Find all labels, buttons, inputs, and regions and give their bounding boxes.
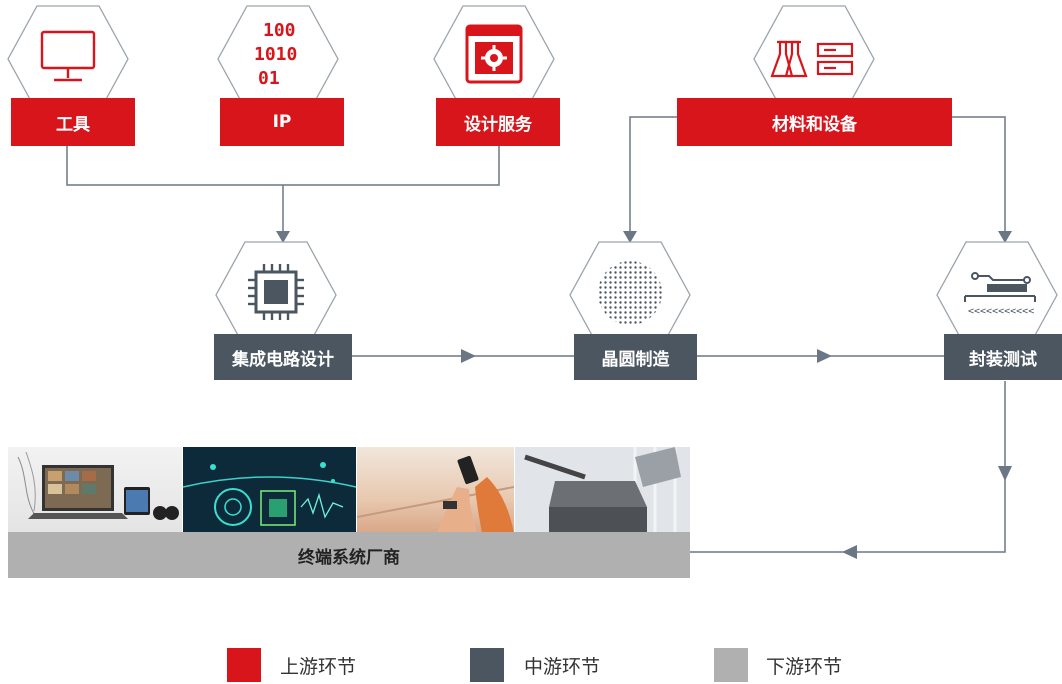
car-dashboard-photo xyxy=(183,447,356,533)
server-icon xyxy=(816,42,854,76)
svg-text:<<<<<<<<<<<: <<<<<<<<<<< xyxy=(968,306,1034,317)
tools-label: 工具 xyxy=(11,98,135,146)
arrow-down-packaging xyxy=(998,231,1012,243)
system-vendors-bar: 终端系统厂商 xyxy=(8,532,690,578)
monitor-icon xyxy=(40,30,96,82)
settings-window-icon xyxy=(465,24,523,84)
legend-downstream-swatch xyxy=(714,648,748,682)
ip-hexagon: 100 1010 01 xyxy=(217,5,339,113)
wafer-hexagon xyxy=(569,241,691,349)
connector-upstream-merge xyxy=(66,146,500,186)
arrow-down-to-systems xyxy=(998,466,1012,481)
design-services-label: 设计服务 xyxy=(436,98,560,146)
arrow-left-systems xyxy=(842,545,857,559)
lab-flask-icon xyxy=(770,40,808,78)
ic-design-label: 集成电路设计 xyxy=(214,334,352,380)
binary-icon: 100 1010 01 xyxy=(254,20,297,89)
smartphone-photo xyxy=(357,447,514,533)
materials-equipment-label: 材料和设备 xyxy=(677,98,952,146)
arrow-down-ic xyxy=(276,231,290,243)
connector-to-wafer xyxy=(629,116,677,235)
legend-midstream-label: 中游环节 xyxy=(524,656,601,678)
connector-to-packaging xyxy=(952,116,1006,235)
packaging-test-label: 封装测试 xyxy=(944,334,1062,380)
connector-packaging-to-systems xyxy=(690,381,1006,553)
system-vendors-label: 终端系统厂商 xyxy=(298,547,400,568)
ip-label: IP xyxy=(220,98,344,146)
chip-icon xyxy=(248,264,304,320)
laptop-photo xyxy=(8,447,182,533)
package-test-icon: <<<<<<<<<<< xyxy=(964,272,1036,317)
legend-upstream-swatch xyxy=(227,648,261,682)
packaging-hexagon: <<<<<<<<<<< xyxy=(936,241,1058,349)
design-services-hexagon xyxy=(433,5,555,113)
legend-upstream-label: 上游环节 xyxy=(280,656,357,678)
ic-design-hexagon xyxy=(215,241,337,349)
arrow-right-1 xyxy=(461,349,476,363)
legend-downstream-label: 下游环节 xyxy=(766,656,843,678)
printer-photo xyxy=(515,447,690,533)
wafer-icon xyxy=(598,261,662,325)
svg-text:100: 100 xyxy=(263,20,296,41)
wafer-fab-label: 晶圆制造 xyxy=(574,334,697,380)
svg-text:01: 01 xyxy=(258,68,280,89)
legend-midstream-swatch xyxy=(470,648,504,682)
arrow-down-wafer xyxy=(623,231,637,243)
svg-text:1010: 1010 xyxy=(254,44,297,65)
arrow-right-2 xyxy=(817,349,832,363)
